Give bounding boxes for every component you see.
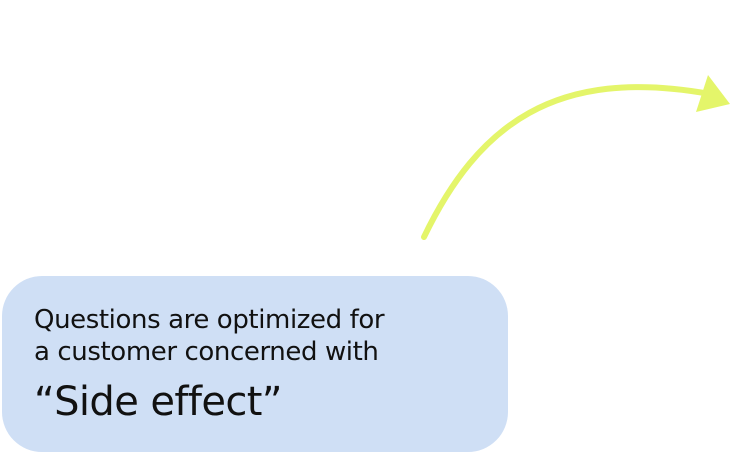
callout-line-2: a customer concerned with: [34, 337, 379, 367]
info-callout: Questions are optimized for a customer c…: [2, 276, 508, 452]
curved-arrow-head: [696, 75, 730, 112]
callout-line-1: Questions are optimized for: [34, 305, 385, 335]
curved-arrow-stroke: [421, 84, 713, 240]
callout-highlight: “Side effect”: [34, 379, 283, 425]
